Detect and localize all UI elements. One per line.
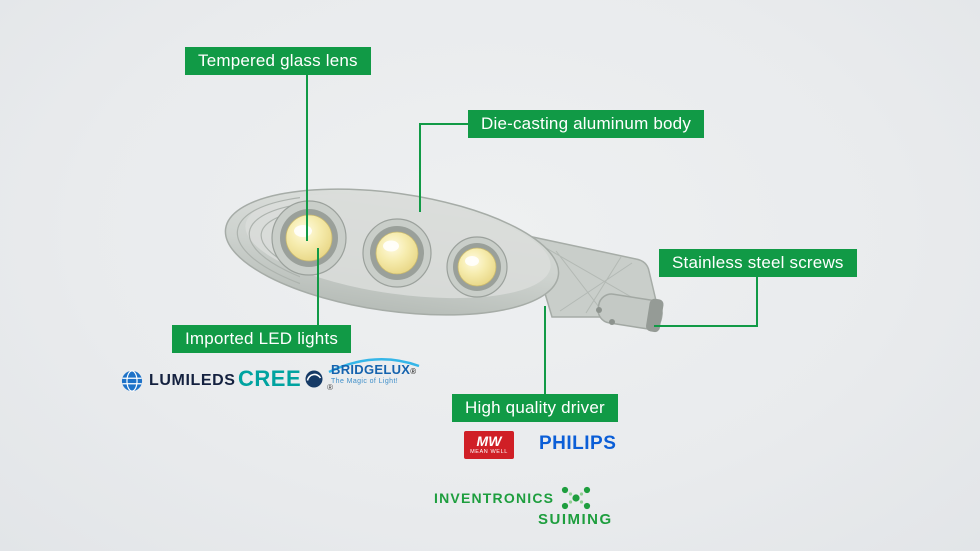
led-modules	[271, 200, 508, 298]
bridgelux-tagline: The Magic of Light!	[331, 378, 399, 385]
connector-lines	[306, 75, 758, 394]
led-module-3	[446, 236, 508, 298]
registered-mark: ®	[327, 383, 334, 392]
mean-well-wordmark: MEAN WELL	[470, 449, 508, 455]
cree-lens-icon	[305, 370, 323, 388]
suiming-wordmark: SUIMING	[538, 511, 613, 528]
brand-suiming: SUIMING	[538, 511, 613, 528]
cree-wordmark: CREE	[238, 366, 302, 391]
connector-screws	[654, 277, 758, 327]
inventronics-wordmark: INVENTRONICS	[434, 490, 555, 506]
mounting-bracket	[526, 235, 664, 333]
brand-inventronics: INVENTRONICS	[434, 486, 593, 510]
bridgelux-wordmark: BRIDGELUX	[331, 362, 411, 377]
inventronics-x-icon	[562, 486, 591, 510]
brand-mean-well: MW MEAN WELL	[464, 431, 514, 459]
led-module-2	[362, 218, 432, 288]
mean-well-abbr: MW	[476, 433, 502, 449]
brand-cree: CREE ®	[238, 366, 333, 392]
lumileds-wordmark: LUMILEDS	[149, 372, 236, 389]
callout-tempered-glass-lens: Tempered glass lens	[185, 47, 371, 75]
lumileds-globe-icon	[121, 370, 143, 392]
callout-die-casting-aluminum-body: Die-casting aluminum body	[468, 110, 705, 138]
philips-wordmark: PHILIPS	[539, 433, 617, 454]
brand-bridgelux: BRIDGELUX® The Magic of Light!	[328, 358, 420, 385]
brand-philips: PHILIPS	[539, 433, 616, 455]
screw-icon	[609, 319, 615, 325]
callout-imported-led-lights: Imported LED lights	[172, 325, 352, 353]
connector-aluminum-body	[419, 123, 468, 212]
led-module-1	[271, 200, 347, 276]
callout-stainless-steel-screws: Stainless steel screws	[659, 249, 857, 277]
callout-high-quality-driver: High quality driver	[452, 394, 618, 422]
brand-lumileds: LUMILEDS	[121, 370, 236, 392]
screw-icon	[596, 307, 602, 313]
registered-mark: ®	[410, 367, 417, 376]
